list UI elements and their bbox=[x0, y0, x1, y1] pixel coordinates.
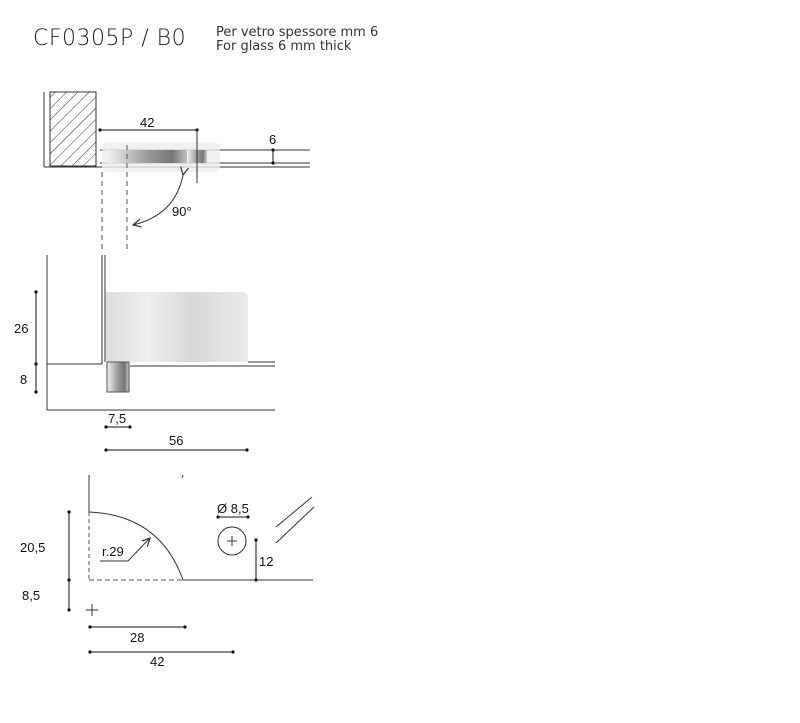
product-code: CF0305P / B0 bbox=[33, 26, 187, 51]
hole bbox=[217, 526, 247, 556]
top-view: 42 6 90° bbox=[43, 91, 310, 250]
side-view: 26 8 7,5 56 bbox=[14, 255, 275, 452]
dim-base: 8 bbox=[20, 372, 27, 387]
rotation-arrow-icon bbox=[133, 175, 183, 225]
dim-height: 26 bbox=[14, 321, 28, 336]
dim-glass-thickness: 6 bbox=[269, 132, 276, 147]
dim-arc: 28 bbox=[130, 630, 144, 645]
center-cross-icon bbox=[86, 604, 98, 616]
dim-length: 56 bbox=[169, 433, 183, 448]
wall-section bbox=[49, 91, 97, 167]
dim-height: 20,5 bbox=[20, 540, 45, 555]
cutout-arc bbox=[88, 511, 184, 581]
hinge-body bbox=[106, 292, 248, 362]
dim-pin: 7,5 bbox=[108, 411, 126, 426]
pin bbox=[106, 361, 130, 393]
description-english: For glass 6 mm thick bbox=[216, 39, 352, 54]
dim-total: 42 bbox=[150, 654, 164, 669]
dim-hole: Ø 8,5 bbox=[217, 501, 249, 516]
dim-hole-offset: 12 bbox=[259, 554, 273, 569]
dim-angle: 90° bbox=[172, 204, 192, 219]
dim-offset: 8,5 bbox=[22, 588, 40, 603]
dim-radius: r.29 bbox=[102, 544, 124, 559]
dim-width: 42 bbox=[140, 115, 154, 130]
plan-view: 20,5 8,5 r.29 Ø 8,5 12 28 42 bbox=[20, 474, 315, 669]
description-italian: Per vetro spessore mm 6 bbox=[216, 25, 379, 40]
